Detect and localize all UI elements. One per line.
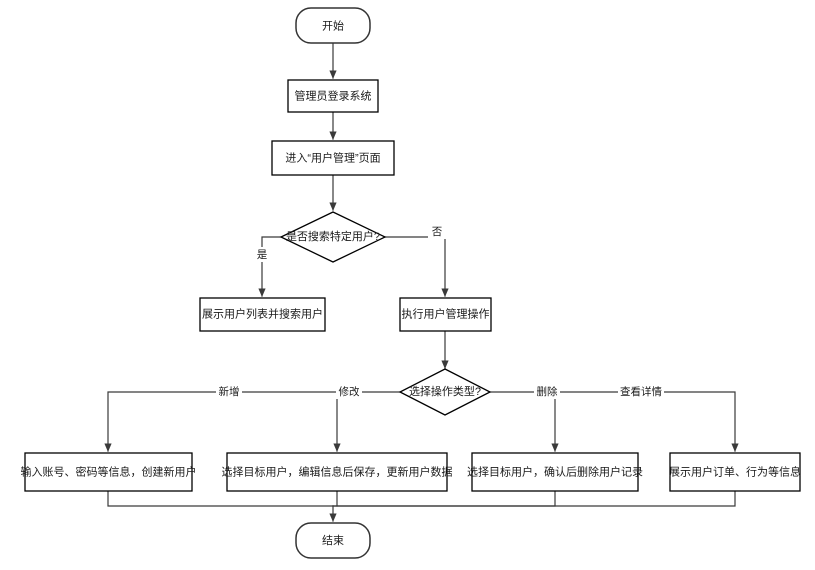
node-op-edit-shape (226, 452, 448, 492)
edge-label-yes: 是 (253, 247, 271, 262)
node-op-create-shape (24, 452, 193, 492)
node-start[interactable]: 开始 (295, 7, 371, 44)
edge-delete-to-end-rail (332, 490, 556, 507)
node-op-edit[interactable]: 选择目标用户，编辑信息后保存，更新用户数据 (222, 452, 453, 492)
node-decision-optype[interactable]: 选择操作类型? (398, 368, 492, 416)
node-decision-search-shape (279, 211, 387, 263)
node-enter-page-shape (271, 140, 395, 176)
edge-label-no: 否 (428, 224, 446, 239)
edge-label-edit: 修改 (336, 385, 362, 399)
node-decision-optype-shape (398, 368, 492, 416)
node-op-detail[interactable]: 展示用户订单、行为等信息 (669, 452, 801, 492)
node-manage-ops-shape (399, 297, 492, 332)
edge-search-no (384, 236, 449, 297)
edge-optype-create (104, 391, 401, 452)
node-end-shape (295, 522, 371, 559)
node-search-list[interactable]: 展示用户列表并搜索用户 (199, 297, 326, 332)
node-manage-ops[interactable]: 执行用户管理操作 (399, 297, 492, 332)
node-search-list-shape (199, 297, 326, 332)
node-enter-page[interactable]: 进入“用户管理”页面 (271, 140, 395, 176)
node-decision-search[interactable]: 是否搜索特定用户? (279, 211, 387, 263)
edge-optype-detail (489, 391, 739, 452)
edge-search-yes (258, 236, 286, 297)
node-op-detail-shape (669, 452, 801, 492)
node-end[interactable]: 结束 (295, 522, 371, 559)
edge-detail-to-end-rail (332, 490, 736, 507)
edge-label-detail: 查看详情 (618, 385, 664, 399)
edge-label-delete: 删除 (534, 385, 560, 399)
node-login-shape (287, 79, 379, 113)
node-login[interactable]: 管理员登录系统 (287, 79, 379, 113)
edge-label-create: 新增 (216, 385, 242, 399)
edge-create-to-end-rail (107, 490, 334, 507)
node-start-shape (295, 7, 371, 44)
node-op-delete[interactable]: 选择目标用户，确认后删除用户记录 (467, 452, 643, 492)
node-op-delete-shape (471, 452, 639, 492)
node-op-create[interactable]: 输入账号、密码等信息，创建新用户 (21, 452, 197, 492)
